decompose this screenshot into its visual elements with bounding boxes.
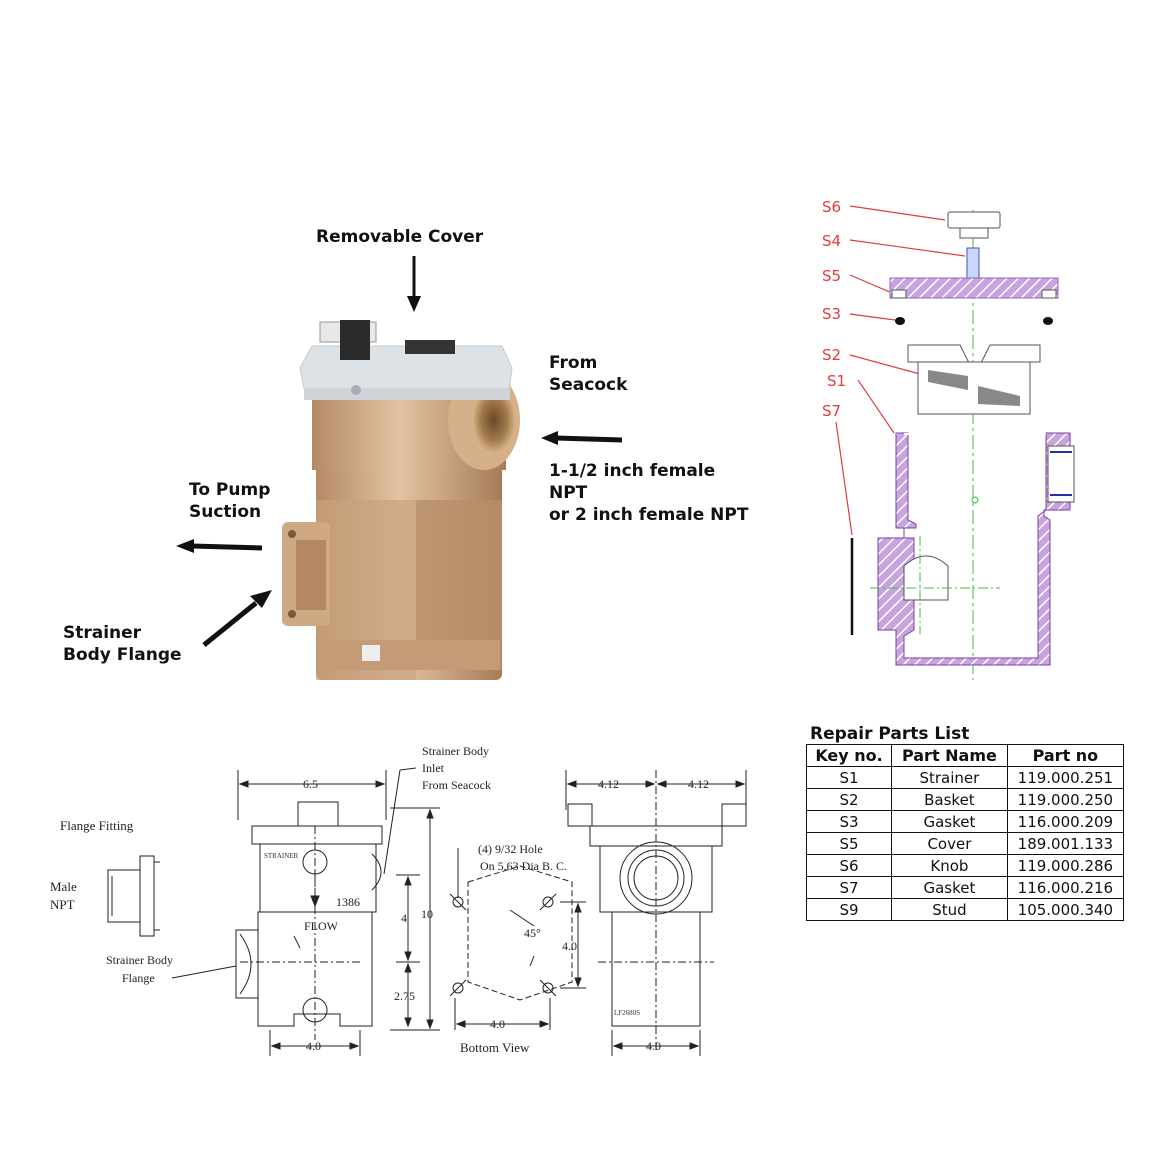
- cell-part-name: Basket: [891, 788, 1008, 811]
- label-male: Male: [50, 879, 77, 894]
- label-flow: FLOW: [304, 919, 339, 933]
- leader-lines: [835, 205, 966, 536]
- part-s2-basket: [907, 344, 1041, 415]
- cell-part-no: 116.000.209: [1006, 810, 1125, 833]
- label-strainer-body-flange-2: Flange: [122, 971, 155, 985]
- part-s6-knob: [947, 211, 1001, 239]
- side-view-drawing: [565, 770, 747, 1056]
- label-hole-note-1: (4) 9/32 Hole: [478, 842, 543, 856]
- dim-width: 6.5: [303, 777, 318, 791]
- key-s2: S2: [822, 346, 841, 364]
- dim-bottom-vertical: 4.0: [562, 939, 577, 953]
- label-side-marking: LF2680S: [614, 1009, 640, 1017]
- dim-front-bottom: 4.0: [306, 1039, 321, 1053]
- callout-to-pump-suction: To Pump Suction: [189, 480, 271, 522]
- cell-key: S1: [805, 766, 893, 789]
- cell-part-name: Gasket: [891, 810, 1008, 833]
- label-strainer-marking: STRAINER: [264, 852, 299, 860]
- label-inlet-note-2: Inlet: [422, 761, 445, 775]
- cell-key: S3: [805, 810, 893, 833]
- cover-knob: [319, 320, 455, 360]
- dim-bottom-horizontal: 4.0: [490, 1017, 505, 1031]
- part-s1-strainer-body: [870, 432, 1075, 666]
- dim-4: 4: [401, 911, 407, 925]
- arrow-left-inlet: [541, 431, 623, 445]
- dim-side-right: 4.12: [688, 777, 709, 791]
- key-s3: S3: [822, 305, 841, 323]
- key-s5: S5: [822, 267, 841, 285]
- label-npt: NPT: [50, 897, 75, 912]
- cell-part-no: 116.000.216: [1006, 876, 1125, 899]
- cell-key: S6: [805, 854, 893, 877]
- cell-key: S9: [805, 898, 893, 921]
- arrow-down-cover: [407, 256, 421, 312]
- callout-inlet-size: 1-1/2 inch female NPT or 2 inch female N…: [549, 461, 749, 525]
- dim-height: 10: [421, 907, 433, 921]
- cell-part-no: 189.001.133: [1006, 832, 1125, 855]
- col-part-no: Part no: [1006, 744, 1125, 767]
- key-s4: S4: [822, 232, 841, 250]
- label-hole-note-2: On 5.63 Dia B. C.: [480, 859, 567, 873]
- label-bottom-view: Bottom View: [460, 1040, 530, 1055]
- arrow-up-flange: [202, 590, 272, 647]
- exploded-section-view: S6 S4 S5 S3 S2 S1 S7: [822, 198, 1075, 680]
- col-key-no: Key no.: [805, 744, 893, 767]
- label-part-number: 1386: [336, 895, 360, 909]
- part-s3-gasket-right: [1043, 317, 1053, 325]
- label-inlet-note-1: Strainer Body: [422, 744, 489, 758]
- dim-side-bottom: 4.0: [646, 1039, 661, 1053]
- part-s3-gasket-left: [895, 317, 905, 325]
- engineering-drawings: Flange Fitting Male NPT Strainer Body Fl…: [50, 744, 747, 1056]
- label-strainer-body-flange-1: Strainer Body: [106, 953, 173, 967]
- front-view-drawing: [171, 767, 440, 1056]
- cell-part-name: Cover: [891, 832, 1008, 855]
- arrow-left-outlet: [176, 539, 263, 553]
- bottom-view-drawing: [449, 848, 586, 1030]
- cell-part-no: 119.000.250: [1006, 788, 1125, 811]
- outlet-flange: [282, 522, 330, 626]
- col-part-name: Part Name: [891, 744, 1008, 767]
- cell-key: S5: [805, 832, 893, 855]
- parts-list-title: Repair Parts List: [810, 724, 970, 744]
- key-s1: S1: [827, 372, 846, 390]
- dim-275: 2.75: [394, 989, 415, 1003]
- strainer-photo: [176, 256, 623, 680]
- label-inlet-note-3: From Seacock: [422, 778, 491, 792]
- cell-part-no: 119.000.286: [1006, 854, 1125, 877]
- dim-side-left: 4.12: [598, 777, 619, 791]
- cell-key: S2: [805, 788, 893, 811]
- flange-fitting-drawing: [107, 855, 160, 937]
- part-s5-cover: [889, 277, 1059, 299]
- cell-part-no: 119.000.251: [1006, 766, 1125, 789]
- cell-part-no: 105.000.340: [1006, 898, 1125, 921]
- callout-removable-cover: Removable Cover: [316, 227, 484, 247]
- cell-part-name: Stud: [891, 898, 1008, 921]
- removable-cover: [299, 345, 513, 400]
- parts-table-header: Key no. Part Name Part no: [805, 744, 1125, 767]
- callout-from-seacock: From Seacock: [549, 353, 628, 395]
- cell-key: S7: [805, 876, 893, 899]
- key-s7: S7: [822, 402, 841, 420]
- callout-strainer-body-flange: Strainer Body Flange: [63, 623, 182, 665]
- label-flange-fitting: Flange Fitting: [60, 818, 134, 833]
- cell-part-name: Gasket: [891, 876, 1008, 899]
- key-s6: S6: [822, 198, 841, 216]
- cell-part-name: Knob: [891, 854, 1008, 877]
- label-angle: 45°: [524, 926, 541, 940]
- cell-part-name: Strainer: [891, 766, 1008, 789]
